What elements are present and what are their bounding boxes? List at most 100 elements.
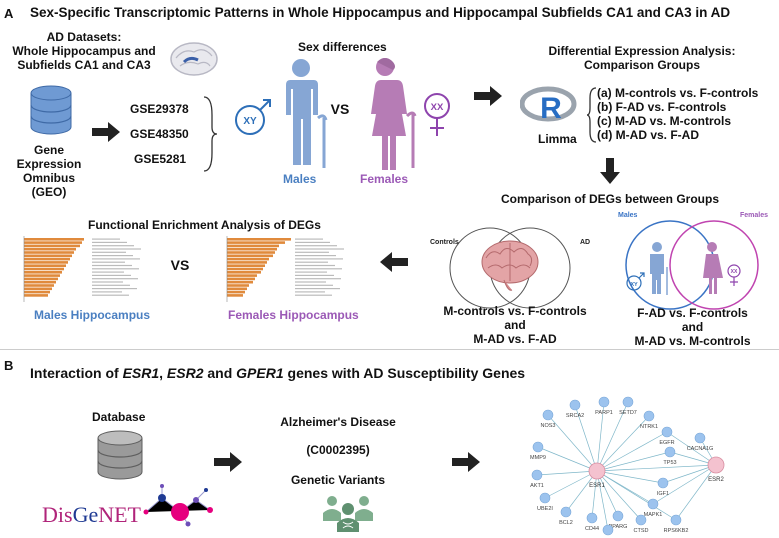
network-edge (596, 470, 642, 521)
female-figure-icon (371, 58, 417, 170)
enrichment-bar (24, 280, 56, 284)
males-enrichment-chart (23, 236, 141, 302)
enrichment-term-line (295, 274, 334, 276)
enrichment-term-line (92, 255, 133, 257)
enrichment-bar (24, 294, 48, 297)
network-edge (652, 464, 717, 505)
enrichment-bar (24, 277, 58, 281)
enrichment-bar (227, 267, 263, 271)
male-symbol-icon: XY (235, 99, 271, 135)
enrichment-term-line (92, 291, 122, 293)
enrichment-bar (24, 290, 50, 294)
enrichment-bar (227, 290, 245, 294)
enrichment-term-line (92, 258, 140, 260)
bracket-icon (203, 96, 218, 172)
enrichment-term-line (295, 261, 328, 263)
network-edge (596, 431, 668, 472)
enrichment-vs-label: VS (170, 257, 190, 273)
network-edge (596, 401, 605, 472)
network-node-label: PARP1 (595, 410, 613, 416)
network-node (612, 510, 624, 522)
genetic-variants-icon (323, 496, 373, 532)
enrichment-bar (227, 257, 269, 261)
network-edge (596, 464, 717, 472)
network-node-label: UBE2I (537, 506, 553, 512)
ad-line-3: Genetic Variants (290, 473, 386, 487)
network-node-label: MMP9 (530, 455, 546, 461)
dataset-item: GSE48350 (130, 127, 189, 141)
panel-a-title: Sex-Specific Transcriptomic Patterns in … (30, 5, 731, 20)
enrichment-term-line (295, 251, 329, 253)
enrichment-bar (227, 284, 249, 287)
network-edge (662, 464, 717, 484)
network-node (531, 469, 543, 481)
sex-vs-label: VS (330, 101, 350, 117)
enrichment-bar (227, 251, 275, 254)
network-node-label: PPARG (609, 524, 628, 530)
panel-letter-a: A (4, 6, 14, 21)
dataset-item: GSE5281 (134, 152, 187, 166)
enrichment-term-line (92, 245, 134, 247)
dea-heading: Differential Expression Analysis: Compar… (548, 44, 736, 72)
enrichment-term-line (92, 284, 130, 286)
network-node-label: SRCA2 (566, 413, 584, 419)
network-edge (666, 431, 717, 466)
enrichment-term-line (295, 291, 325, 293)
female-figure-icon (703, 242, 723, 294)
network-node-label: NTRK1 (640, 424, 658, 430)
r-logo-icon: R (520, 86, 577, 125)
enrichment-bar (24, 251, 74, 254)
venn-males-label: Males (618, 212, 638, 219)
male-symbol-icon: XY (626, 272, 645, 291)
male-figure-icon (650, 242, 664, 294)
enrichment-bar (24, 257, 70, 261)
venn-controls-ad: Controls AD (430, 227, 590, 309)
panel-divider (0, 349, 779, 350)
network-node-label: CACNA1G (687, 446, 714, 452)
enrichment-term-line (92, 281, 123, 283)
network-edge (596, 415, 650, 472)
enrichment-term-line (295, 268, 342, 270)
females-label: Females (360, 172, 409, 186)
venn-females-label: Females (740, 212, 768, 219)
network-node-label: RPS6KB2 (664, 528, 689, 534)
enrichment-term-line (92, 238, 120, 240)
enrichment-term-line (295, 288, 340, 290)
network-edge (574, 404, 598, 472)
xy-text: XY (630, 282, 638, 288)
network-node (657, 477, 669, 489)
arrow-right-icon (214, 452, 242, 472)
males-hippocampus-label: Males Hippocampus (34, 308, 151, 322)
disgenet-logo: DisGeNET (42, 502, 141, 527)
left-comparison: M-controls vs. F-controls and M-AD vs. F… (443, 304, 587, 346)
enrichment-bar (227, 241, 285, 244)
enrichment-bar (227, 294, 243, 297)
network-node (539, 492, 551, 504)
enrichment-term-line (295, 238, 323, 240)
geo-label: Gene Expression Omnibus (GEO) (16, 143, 82, 199)
venn-controls-label: Controls (430, 239, 459, 246)
enrichment-term-line (295, 264, 335, 267)
network-node (532, 441, 544, 453)
enrichment-term-line (92, 288, 137, 290)
database-label: Database (92, 410, 146, 424)
enrichment-term-line (295, 284, 333, 286)
enrichment-term-line (295, 281, 326, 283)
enrichment-bar (227, 261, 267, 264)
arrow-left-icon (380, 252, 408, 272)
males-label: Males (283, 172, 317, 186)
brain-icon (481, 240, 539, 291)
enrichment-term-line (295, 271, 327, 273)
venn-males-females: Males Females XY XX (618, 212, 768, 310)
arrow-right-icon (92, 122, 120, 142)
network-node (661, 426, 673, 438)
network-node-label: CD44 (585, 526, 599, 532)
enrichment-term-line (92, 261, 125, 263)
network-node (670, 514, 682, 526)
network-node (602, 524, 614, 536)
network-node (622, 396, 634, 408)
network-node-label: BCL2 (559, 520, 573, 526)
network-hub-node (707, 456, 725, 474)
enrichment-bar (24, 267, 64, 271)
